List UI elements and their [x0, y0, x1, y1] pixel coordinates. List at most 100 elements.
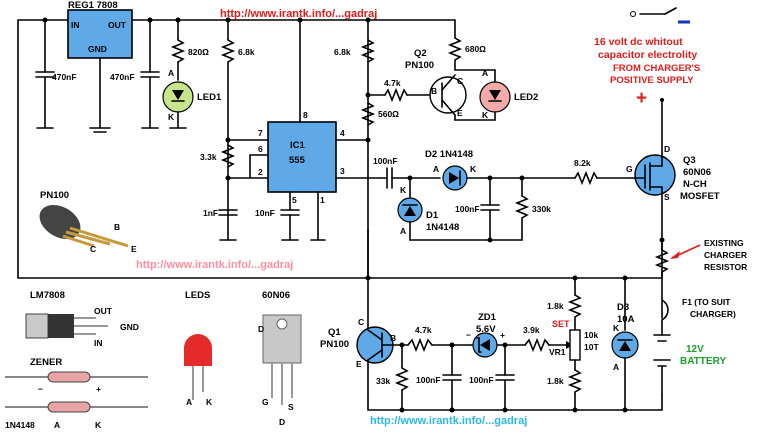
reg-out: OUT [108, 20, 127, 30]
d1-part: 1N4148 [426, 222, 459, 233]
r330-label: 330k [532, 204, 551, 214]
legend-lm7808-gnd: GND [120, 322, 139, 332]
ic1-pin5: 5 [292, 195, 297, 205]
q1-b: B [390, 333, 396, 343]
junction-dots [42, 17, 665, 413]
c5-label: 100nF [373, 156, 398, 166]
q3-d: D [664, 144, 670, 154]
ic1-pin6: 6 [258, 144, 263, 154]
battery-2: BATTERY [680, 356, 726, 367]
r47a-label: 4.7k [384, 78, 401, 88]
zd1-minus: − [466, 330, 471, 340]
capacitor-c1: 470nF [35, 19, 77, 129]
r680-label: 680Ω [465, 44, 486, 54]
battery-12v: 12V BATTERY [653, 319, 726, 396]
reg-gnd: GND [88, 44, 107, 54]
legend-1n4148-a: A [54, 420, 60, 430]
capacitor-1nf: 1nF [203, 208, 238, 241]
fuse-1: F1 (TO SUIT [682, 297, 731, 307]
ic1-pin8: 8 [303, 110, 308, 120]
led1: A K LED1 [162, 68, 222, 129]
ic1-pin1: 1 [320, 195, 325, 205]
led2-k: K [482, 110, 489, 120]
led1-a: A [168, 68, 174, 78]
legend-pn100: PN100 B C E [39, 190, 137, 254]
legend-leds: LEDS A K [184, 290, 213, 407]
legend-zener-plus: + [96, 384, 101, 394]
d1-a: A [400, 226, 406, 236]
url-bottom: http://www.irantk.info/...gadraj [370, 415, 527, 427]
resistor-6k8-a: 6.8k [220, 19, 255, 241]
c6-label: 100nF [455, 204, 480, 214]
vr1-name: VR1 [549, 347, 566, 357]
vr1-turns: 10T [584, 342, 599, 352]
supply-input: + 16 volt dc whitout capacitor electroli… [594, 7, 700, 109]
legend-pn100-e: E [131, 244, 137, 254]
q2-b: B [431, 86, 437, 96]
resistor-3k3: 3.3k [200, 144, 236, 168]
d3-name: D3 [617, 302, 629, 313]
d2-k: K [470, 164, 477, 174]
r68b-label: 6.8k [334, 47, 351, 57]
ic1-pin3: 3 [340, 166, 345, 176]
diode-d2: D2 1N4148 A K [409, 149, 576, 191]
q3-g: G [626, 164, 633, 174]
c4-label: 10nF [255, 208, 275, 218]
legend-60n06: 60N06 D G S D [258, 290, 302, 427]
resistor-4k7-q2: 4.7k [367, 78, 431, 103]
capacitor-10nf: 10nF [255, 208, 300, 241]
c8-label: 100nF [469, 375, 494, 385]
d2-a: A [433, 164, 439, 174]
c3-label: 1nF [203, 208, 218, 218]
legend-60n06-g: G [262, 397, 269, 407]
q1-e: E [356, 359, 362, 369]
zener-zd1: ZD1 5.6V − + [466, 312, 526, 358]
legend-1n4148-k: K [95, 420, 102, 430]
legend-pn100-label: PN100 [40, 190, 69, 201]
resistor-4k7-q1: 4.7k [407, 325, 471, 353]
capacitor-100nf-filter: 100nF [455, 177, 500, 241]
transistor-q2: Q2 PN100 B C E [405, 48, 496, 121]
zd1-value: 5.6V [476, 324, 496, 335]
led2-label: LED2 [514, 92, 538, 103]
led2-a: A [482, 68, 488, 78]
q3-s: S [664, 192, 670, 202]
legend-60n06-label: 60N06 [262, 290, 290, 301]
ic1-pin7: 7 [258, 128, 263, 138]
led2: A K LED2 [479, 68, 538, 121]
r560-label: 560Ω [378, 109, 399, 119]
legend-leds-a: A [186, 397, 192, 407]
q1-name: Q1 [328, 327, 341, 338]
fuse-2: CHARGER) [690, 309, 736, 319]
q1-c: C [358, 317, 364, 327]
ic1-name: IC1 [290, 140, 306, 151]
r33-label: 3.3k [200, 152, 217, 162]
q2-e: E [457, 108, 463, 118]
existing-charger-resistor: EXISTING CHARGER RESISTOR [654, 238, 747, 319]
r47b-label: 4.7k [415, 325, 432, 335]
legend-1n4148: 1N4148 A K [5, 401, 148, 430]
resistor-330k: 330k [514, 177, 551, 241]
ic1-555: IC1 555 7 8 4 6 2 3 5 1 [227, 19, 381, 241]
legend-pn100-c: C [90, 244, 96, 254]
regulator-reg1: REG1 7808 IN OUT GND [67, 0, 133, 133]
existing-2: CHARGER [704, 250, 747, 260]
legend-zener: ZENER − + [5, 357, 148, 394]
diode-d1: K A D1 1N4148 [397, 177, 523, 241]
d1-name: D1 [426, 210, 439, 221]
q2-name: Q2 [414, 48, 427, 59]
c2-label: 470nF [110, 72, 135, 82]
capacitor-100nf-q1a: 100nF [416, 344, 462, 411]
diode-d3: D3 10A K A [611, 277, 639, 411]
led1-k: K [168, 112, 175, 122]
url-middle: http://www.irantk.info/...gadraj [136, 259, 293, 271]
legend-zener-label: ZENER [30, 357, 62, 368]
transistor-q1: Q1 PN100 B C E [320, 317, 409, 396]
r820-label: 820Ω [188, 47, 209, 57]
d3-current: 10A [617, 314, 635, 325]
existing-1: EXISTING [704, 238, 744, 248]
q3-type: N-CH [683, 179, 707, 190]
legend-zener-minus: − [38, 384, 43, 394]
battery-1: 12V [686, 344, 704, 355]
